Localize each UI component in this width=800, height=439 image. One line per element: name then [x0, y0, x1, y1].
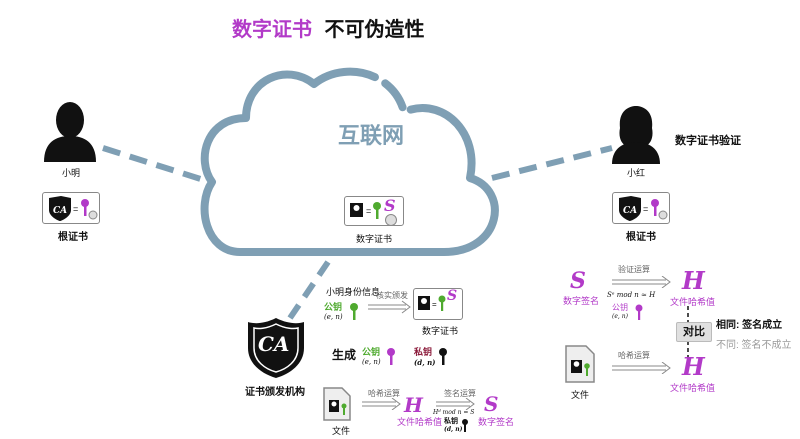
public-key-icon	[350, 303, 358, 320]
left-connector	[102, 145, 211, 185]
gen-private-key-icon	[439, 348, 447, 365]
sign-hash-value-label: 文件哈希值	[397, 417, 443, 427]
gen-public-key-icon	[387, 348, 395, 365]
file-icon	[323, 387, 351, 421]
public-key-group: 公钥 (e, n)	[324, 300, 343, 321]
right-root-cert-label: 根证书	[626, 232, 656, 243]
verify-file-icon	[565, 345, 595, 383]
title-part1: 数字证书	[232, 19, 312, 41]
verify-public-key-icon	[635, 304, 643, 320]
verify-hash-symbol: H	[682, 266, 705, 295]
sign-private-key-group: 私钥 (d, n)	[444, 416, 462, 433]
ca-shield-large-icon	[248, 318, 304, 378]
svg-text:=: =	[366, 206, 371, 216]
sign-private-key-icon	[462, 419, 468, 432]
issued-certificate: =	[413, 288, 463, 320]
svg-text:CA: CA	[623, 206, 637, 216]
verify-public-key-params: (e, n)	[612, 313, 628, 320]
verify-hash-value-label2: 文件哈希值	[670, 383, 716, 393]
internet-cloud	[200, 67, 499, 256]
key-icon	[651, 199, 659, 207]
verify-hash-symbol2: H	[682, 352, 705, 381]
gen-private-key-group: 私钥 (d, n)	[414, 345, 435, 367]
seal-icon	[385, 214, 397, 226]
gen-public-key-params: (e, n)	[362, 358, 381, 366]
sign-arrow-icon	[436, 398, 475, 410]
sign-private-key-params: (d, n)	[444, 426, 463, 433]
verify-sig-label: 数字签名	[563, 296, 600, 306]
issued-cert-label: 数字证书	[422, 326, 459, 336]
left-root-cert-label: 根证书	[58, 232, 88, 243]
person-right-icon	[612, 106, 660, 164]
internet-label: 互联网	[338, 123, 405, 148]
verify-sig-symbol: S	[570, 268, 586, 294]
verify-public-key-group: 公钥 (e, n)	[612, 302, 628, 320]
issued-cert-signature: S	[447, 288, 458, 304]
svg-text:=: =	[643, 204, 648, 214]
sign-op-label: 签名运算	[444, 389, 476, 398]
public-key-icon	[373, 202, 381, 210]
svg-text:=: =	[73, 204, 78, 214]
ca-label: 证书颁发机构	[245, 387, 305, 398]
ca-shield-icon	[619, 196, 641, 221]
sign-sig-label: 数字签名	[478, 417, 515, 427]
verify-op-label: 验证运算	[618, 265, 650, 274]
cloud-cert-signature: S	[384, 196, 396, 215]
sign-hash-op-label: 哈希运算	[368, 389, 400, 398]
title-part2: 不可伪造性	[324, 19, 425, 41]
public-key-params: (e, n)	[324, 313, 343, 321]
sign-formula: Hᵈ mod n = S	[433, 409, 475, 416]
ca-shield-icon	[49, 196, 71, 221]
ca-connector	[287, 260, 331, 320]
person-left-icon	[44, 102, 96, 162]
page-title: 数字证书 不可伪造性	[232, 13, 424, 42]
verify-issue-label: 核实颁发	[376, 291, 408, 300]
verify-cert-label: 数字证书验证	[675, 135, 741, 147]
diff-result-label: 不同: 签名不成立	[716, 340, 792, 351]
sign-hash-symbol: H	[404, 393, 423, 417]
sign-hash-arrow-icon	[362, 398, 401, 410]
same-result-label: 相同: 签名成立	[716, 320, 783, 331]
public-key-label: 公钥	[324, 302, 343, 312]
gen-private-key-params: (d, n)	[414, 358, 436, 367]
issue-arrow-icon	[368, 300, 411, 314]
verify-hash-value-label: 文件哈希值	[670, 297, 716, 307]
sign-file-label: 文件	[332, 426, 351, 436]
left-root-certificate: CA =	[42, 192, 100, 224]
gen-public-key-group: 公钥 (e, n)	[362, 345, 381, 366]
sign-private-key-label: 私钥	[444, 418, 458, 425]
verify-hash-op-label: 哈希运算	[618, 351, 650, 360]
generate-label: 生成	[332, 348, 357, 362]
gen-public-key-label: 公钥	[362, 347, 381, 357]
left-person-name: 小明	[62, 168, 81, 178]
right-person-name: 小红	[627, 168, 646, 178]
key-icon	[81, 199, 89, 207]
svg-text:=: =	[432, 300, 437, 309]
verify-hash-arrow-icon	[612, 362, 671, 374]
verify-arrow-icon	[612, 276, 671, 288]
right-connector	[491, 145, 613, 181]
verify-formula: Sᵉ mod n ≈ H	[607, 291, 656, 299]
right-root-certificate: CA =	[612, 192, 670, 224]
compare-box: 对比	[676, 322, 712, 342]
gen-private-key-label: 私钥	[414, 347, 433, 357]
ca-badge-text: CA	[258, 332, 290, 356]
cloud-cert-label: 数字证书	[356, 234, 393, 244]
verify-public-key-label: 公钥	[612, 303, 628, 312]
verify-file-label: 文件	[571, 390, 590, 400]
identity-info-label: 小明身份信息	[326, 287, 381, 297]
sign-sig-symbol: S	[484, 392, 499, 416]
svg-text:CA: CA	[53, 206, 67, 216]
